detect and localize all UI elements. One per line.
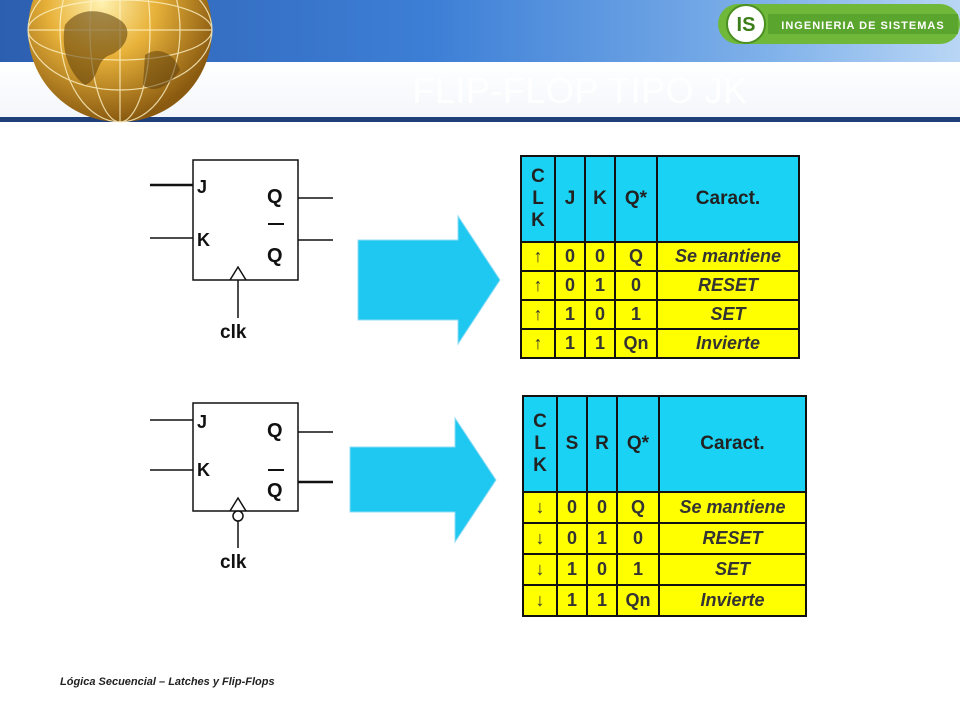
table-row: ↑ 0 0 Q Se mantiene [520, 241, 800, 272]
clk-inversion-bubble [232, 510, 244, 522]
globe-icon [27, 0, 213, 123]
qbar-label: Q [267, 480, 283, 502]
j-header: J [554, 155, 586, 243]
j-label: J [197, 412, 207, 432]
slide-footer: Lógica Secuencial – Latches y Flip-Flops [60, 676, 275, 688]
qnext-header: Q* [614, 155, 658, 243]
truth-table-bottom: C L K S R Q* Caract. ↓ 0 0 Q Se mantiene… [522, 395, 807, 617]
s-header: S [556, 395, 588, 493]
clk-edge: ↓ [522, 584, 558, 617]
clk-edge: ↓ [522, 522, 558, 555]
clk-triangle [229, 496, 247, 512]
truth-table-top: C L K J K Q* Caract. ↑ 0 0 Q Se mantiene… [520, 155, 800, 359]
clk-header: C L K [522, 395, 558, 493]
k-header: K [584, 155, 616, 243]
table-row: ↑ 1 1 Qn Invierte [520, 328, 800, 359]
clk-edge: ↑ [520, 241, 556, 272]
slide-title: FLIP-FLOP TIPO JK [412, 70, 748, 111]
clk-edge: ↓ [522, 553, 558, 586]
logo-text: INGENIERIA DE SISTEMAS [781, 20, 944, 32]
k-label: K [197, 230, 210, 250]
table-row: ↓ 0 0 Q Se mantiene [522, 491, 807, 524]
table-row: ↑ 1 0 1 SET [520, 299, 800, 330]
header-divider [0, 117, 960, 122]
q-label: Q [267, 420, 283, 442]
table-row: ↑ 0 1 0 RESET [520, 270, 800, 301]
table-row: ↓ 0 1 0 RESET [522, 522, 807, 555]
clk-label: clk [220, 552, 247, 573]
clk-label: clk [220, 322, 247, 343]
table-row: ↓ 1 1 Qn Invierte [522, 584, 807, 617]
arrow-right-icon [357, 214, 501, 346]
k-label: K [197, 460, 210, 480]
flipflop-bottom: J K Q Q clk [150, 402, 333, 573]
j-label: J [197, 177, 207, 197]
q-label: Q [267, 186, 283, 208]
clk-edge: ↑ [520, 328, 556, 359]
clk-edge: ↑ [520, 270, 556, 301]
clk-edge: ↓ [522, 491, 558, 524]
table-row: ↓ 1 0 1 SET [522, 553, 807, 586]
clk-edge: ↑ [520, 299, 556, 330]
r-header: R [586, 395, 618, 493]
qnext-header: Q* [616, 395, 660, 493]
clk-header: C L K [520, 155, 556, 243]
arrow-right-icon [349, 416, 497, 544]
flipflop-top: J K Q Q clk [150, 159, 333, 343]
caract-header: Caract. [658, 395, 807, 493]
qbar-label: Q [267, 245, 283, 267]
clk-triangle [229, 265, 247, 281]
logo-mark: IS [737, 14, 756, 36]
caract-header: Caract. [656, 155, 800, 243]
logo-badge: IS INGENIERIA DE SISTEMAS [718, 4, 960, 44]
